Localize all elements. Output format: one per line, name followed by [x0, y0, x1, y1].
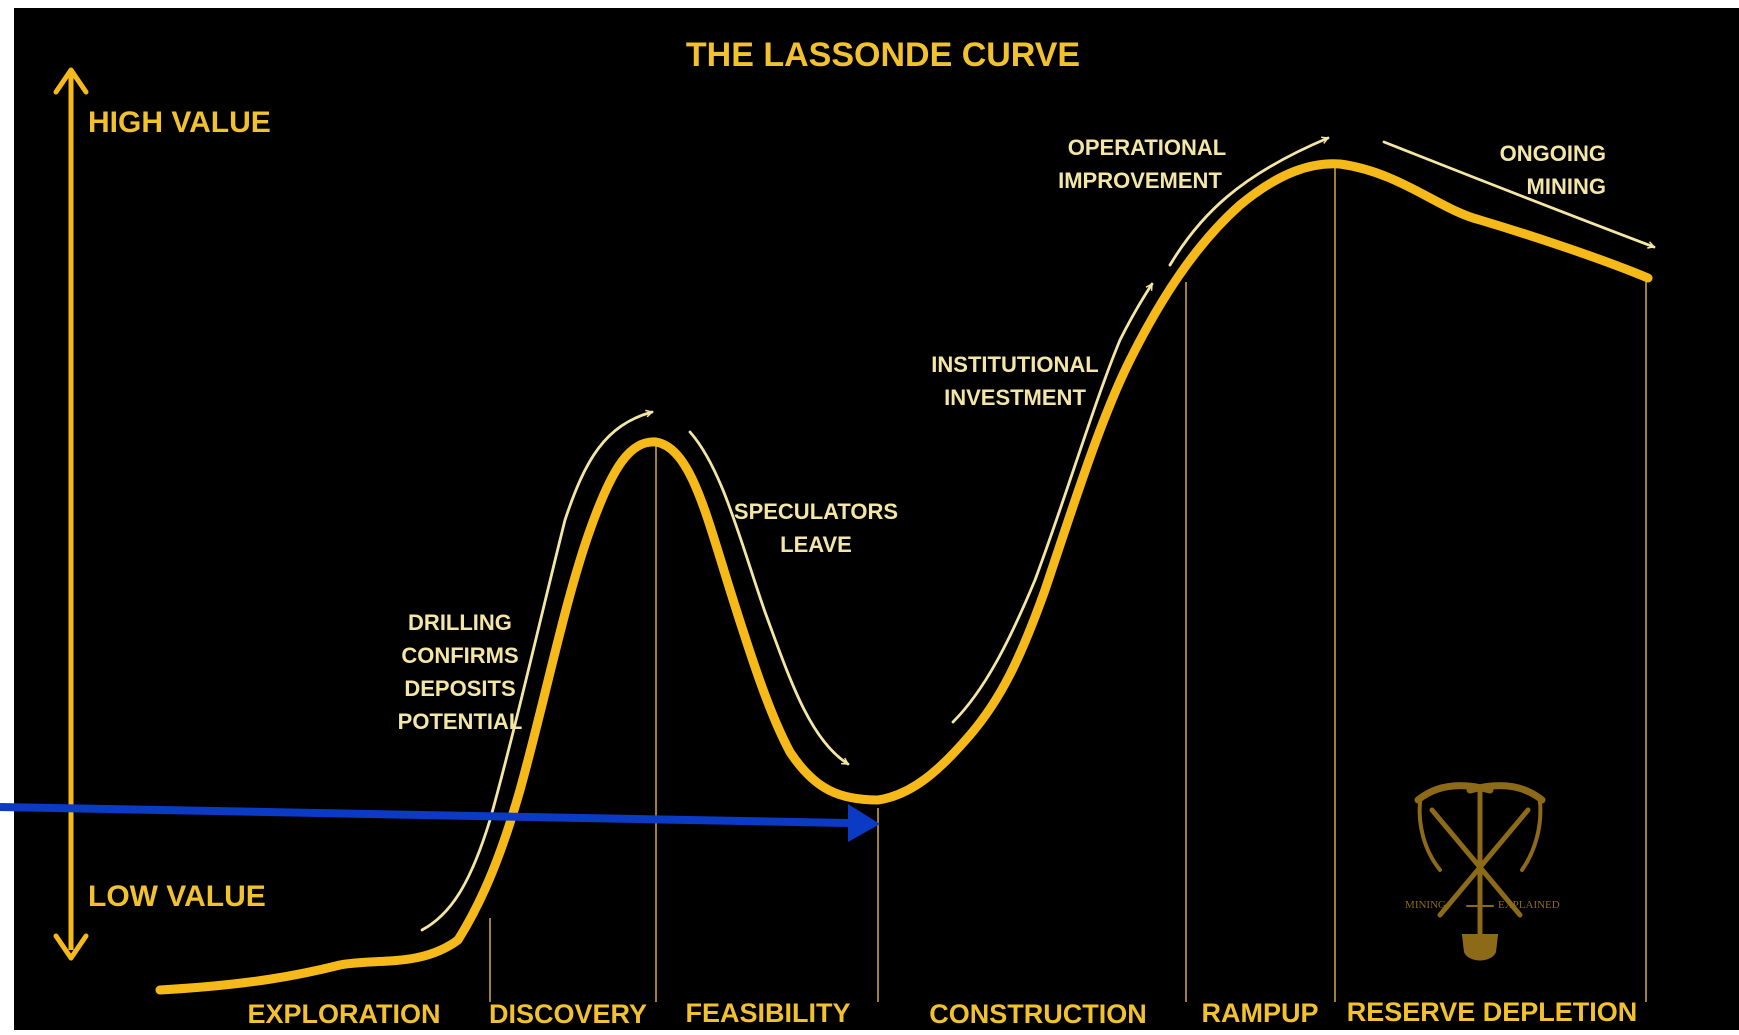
- ongoing-annotation: ONGOING MINING: [1500, 141, 1606, 199]
- institutional-trend-arrow: [951, 282, 1154, 724]
- svg-text:INVESTMENT: INVESTMENT: [944, 385, 1086, 410]
- low-value-label: LOW VALUE: [88, 880, 266, 913]
- phase-dividers: [489, 166, 1647, 1002]
- logo-text-mining: MINING: [1405, 899, 1446, 911]
- institutional-annotation: INSTITUTIONAL INVESTMENT: [931, 352, 1098, 410]
- svg-text:OPERATIONAL: OPERATIONAL: [1068, 135, 1226, 160]
- high-value-label: HIGH VALUE: [88, 106, 271, 139]
- blue-pointer-arrow: [0, 803, 880, 842]
- svg-text:SPECULATORS: SPECULATORS: [734, 499, 898, 524]
- operational-trend-arrow: [1168, 138, 1330, 267]
- axis-up-arrowhead: [53, 67, 89, 95]
- phase-construction: CONSTRUCTION: [929, 999, 1147, 1029]
- svg-text:DRILLING: DRILLING: [408, 610, 512, 635]
- svg-text:INSTITUTIONAL: INSTITUTIONAL: [931, 352, 1098, 377]
- phase-reserve-depletion: RESERVE DEPLETION: [1347, 997, 1638, 1027]
- svg-text:MINING: MINING: [1527, 174, 1606, 199]
- svg-text:LEAVE: LEAVE: [780, 532, 852, 557]
- pickaxe-shovel-icon: [1414, 782, 1546, 961]
- svg-text:POTENTIAL: POTENTIAL: [398, 709, 523, 734]
- speculators-annotation: SPECULATORS LEAVE: [734, 499, 898, 557]
- value-axis: [53, 67, 89, 961]
- axis-down-arrowhead: [53, 933, 89, 961]
- diagram-title: THE LASSONDE CURVE: [686, 36, 1080, 74]
- phase-discovery: DISCOVERY: [489, 999, 647, 1029]
- lassonde-curve: [155, 159, 1653, 995]
- phase-labels: EXPLORATION DISCOVERY FEASIBILITY CONSTR…: [247, 997, 1637, 1029]
- trend-arrows: [420, 138, 1654, 932]
- speculators-trend-arrow: [688, 430, 850, 766]
- drilling-trend-arrow: [420, 412, 652, 932]
- svg-text:ONGOING: ONGOING: [1500, 141, 1606, 166]
- phase-rampup: RAMPUP: [1201, 998, 1318, 1028]
- phase-feasibility: FEASIBILITY: [685, 998, 850, 1028]
- phase-exploration: EXPLORATION: [247, 999, 440, 1029]
- logo-text-explained: EXPLAINED: [1498, 899, 1560, 911]
- svg-text:IMPROVEMENT: IMPROVEMENT: [1058, 168, 1222, 193]
- ongoing-trend-arrow: [1382, 140, 1654, 247]
- svg-text:DEPOSITS: DEPOSITS: [404, 676, 515, 701]
- mining-explained-logo: MINING EXPLAINED: [1405, 782, 1560, 961]
- svg-text:CONFIRMS: CONFIRMS: [401, 643, 518, 668]
- operational-annotation: OPERATIONAL IMPROVEMENT: [1058, 135, 1226, 193]
- drilling-annotation: DRILLING CONFIRMS DEPOSITS POTENTIAL: [398, 610, 523, 734]
- diagram-background: [14, 8, 1739, 1030]
